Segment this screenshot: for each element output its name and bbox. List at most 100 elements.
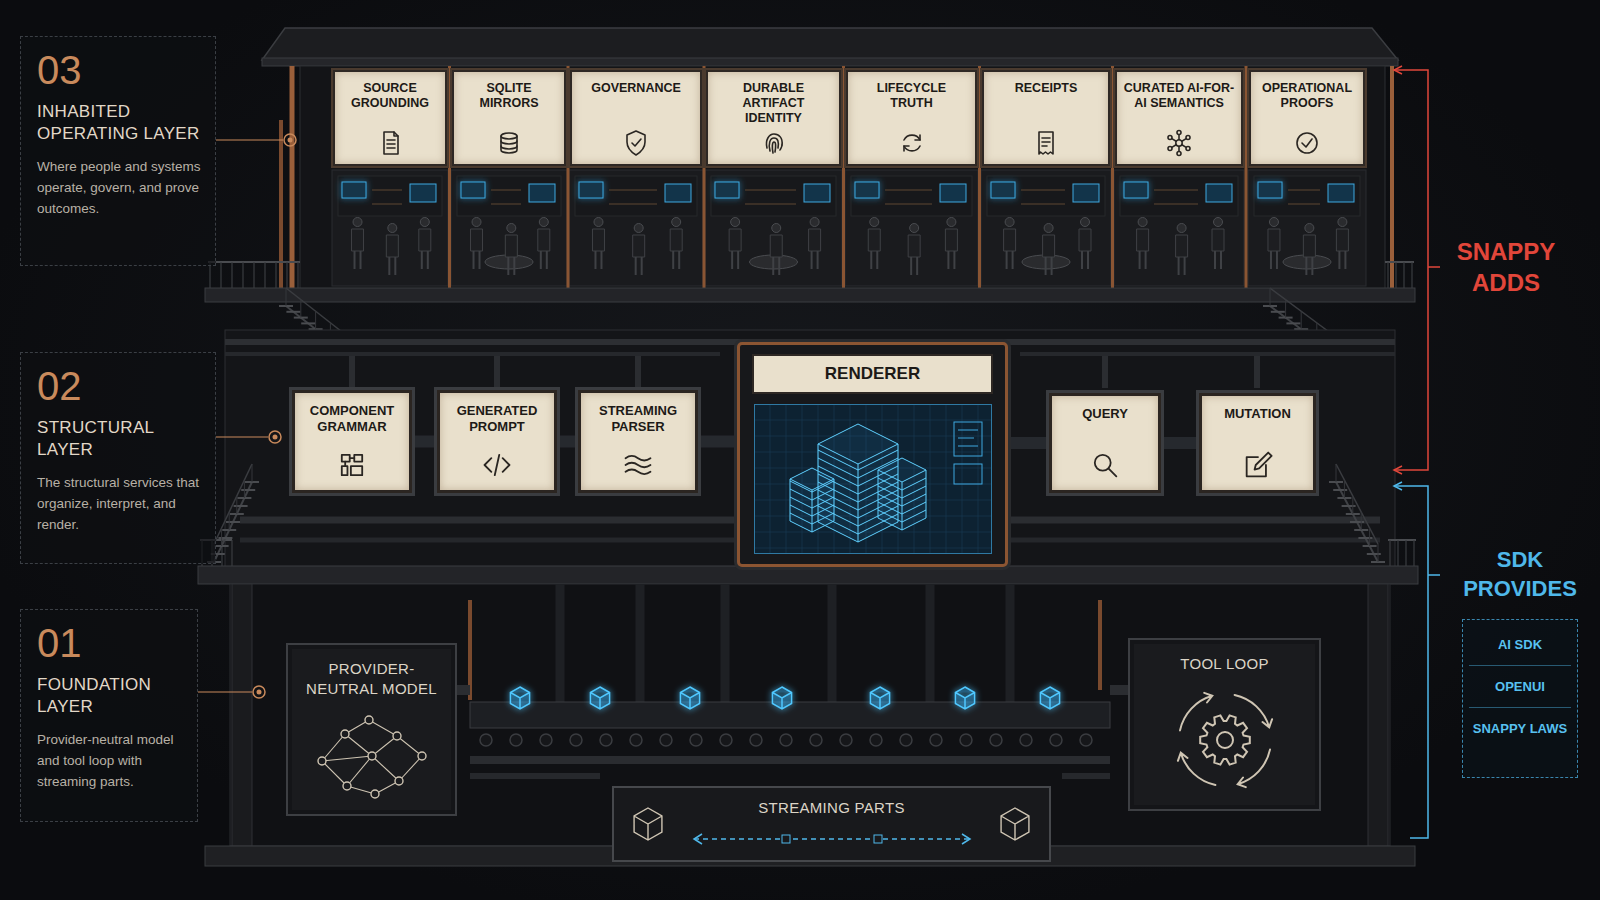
graph-icon-stroke [1182,145,1186,148]
service-plate: CURATED AI-FOR-AI SEMANTICS [1115,70,1243,166]
graph-link [322,756,372,761]
conveyor-roller [540,734,552,746]
person-figure [1043,235,1055,257]
cube-icon [628,804,668,844]
conveyor-roller [570,734,582,746]
middle-floor [225,330,1395,568]
layer-number: 02 [37,365,201,407]
stair-post [244,480,245,498]
stair-post [300,300,301,318]
wall-screen [461,182,485,198]
data-cube [680,687,699,709]
conveyor-roller [900,734,912,746]
person-figure [419,229,431,251]
graph-node [343,782,351,790]
stream-packet [782,835,790,843]
waves-icon-stroke [626,456,651,474]
wall-screen [991,182,1015,198]
pillar [1368,584,1388,846]
screen-grid [755,420,991,421]
pipe [635,356,641,388]
layer-description: Provider-neutral model and tool loop wit… [37,730,183,793]
layer-number: 03 [37,49,201,91]
stair-rail [1336,464,1378,544]
person-figure [1215,251,1221,269]
railing [231,540,232,566]
screen-grid [755,548,991,549]
person-figure [1140,251,1146,269]
sdk-item: OPENUI [1469,666,1571,708]
stair-post [315,311,316,329]
fingerprint-icon-stroke [780,145,782,150]
stair-step [1342,505,1356,507]
wall-screen [1328,184,1354,202]
person-figure [1137,229,1149,251]
stair-post [236,496,237,514]
stair-step [234,505,248,507]
wall-screen [665,184,691,202]
person-figure [1303,235,1315,257]
service-label: DURABLE ARTIFACT IDENTITY [714,81,833,126]
graph-node [371,790,379,798]
leader-line [216,139,283,140]
data-cube [870,687,889,709]
leader-line [216,436,268,437]
render-screen [754,404,992,554]
railing [297,262,298,288]
wall-screen [855,182,879,198]
room-divider [448,66,451,288]
service-label: MUTATION [1224,406,1291,422]
screen-grid [769,405,770,553]
wall-screen [529,184,555,202]
person-figure [1336,229,1348,251]
pipe [470,756,1110,764]
person-figure [948,251,954,269]
person-figure [910,224,919,233]
person-figure [732,251,738,269]
receipt-icon-stroke [1042,138,1050,146]
pipe [556,584,565,702]
conveyor-roller [750,734,762,746]
network-graph [307,706,437,806]
graph-link [372,736,397,756]
bracket [1394,66,1440,474]
leader-dot [269,431,281,443]
pipe [1254,356,1260,388]
component-label: TOOL LOOP [1180,654,1269,674]
glow-pipe [639,584,642,702]
wireframe-building [818,424,898,542]
person-figure [1212,229,1224,251]
pipe-casing [1161,437,1199,449]
person-figure [868,229,880,251]
person-figure [1338,218,1347,227]
room-wall [1254,176,1360,216]
railing [264,262,265,288]
glow-pipe [559,584,562,702]
pipe [457,685,1128,695]
pipe-casing [698,436,737,448]
room [981,170,1111,286]
top-floor [300,66,1385,290]
person-figure [1339,251,1345,269]
service-plate: COMPONENT GRAMMAR [292,390,412,493]
person-figure [355,251,361,269]
room [569,170,703,286]
data-cube [772,687,791,709]
conveyor-roller [690,734,702,746]
person-figure [770,235,782,257]
layer-panel: 03INHABITED OPERATING LAYERWhere people … [20,36,216,266]
doc-icon-stroke [394,132,398,136]
person-figure [1214,218,1223,227]
graph-icon-stroke [1178,146,1180,151]
check-icon [1292,128,1322,158]
person-figure [1177,224,1186,233]
graph-node [341,730,349,738]
bracket [1394,70,1428,470]
railing [1403,262,1404,288]
conveyor-roller [810,734,822,746]
service-label: OPERATIONAL PROOFS [1257,81,1357,111]
gear [1217,732,1233,748]
stair-post [1378,544,1379,562]
doc-icon-stroke [387,140,395,148]
check-icon-stroke [1297,133,1317,153]
